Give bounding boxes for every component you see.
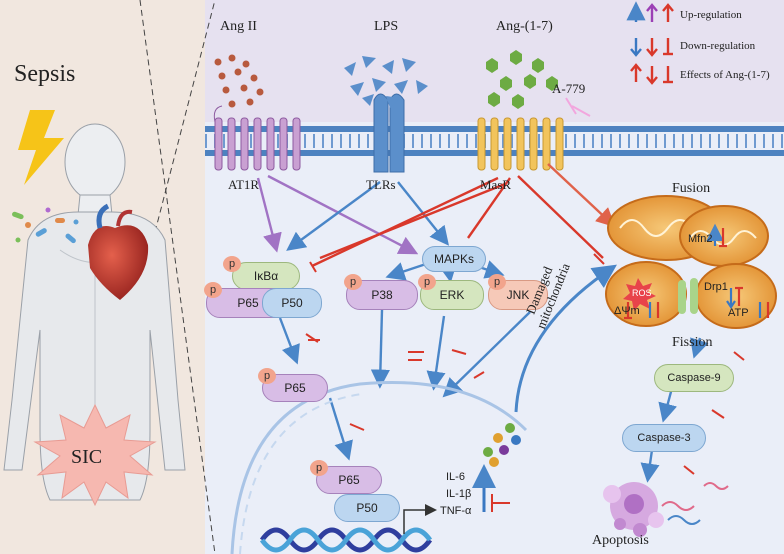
ikba-phospho-badge: p	[223, 256, 241, 272]
a779-label: A-779	[552, 81, 586, 96]
at1r-receptor	[213, 105, 301, 171]
lps-molecules	[344, 56, 428, 108]
cytoplasm-p65-phospho-badge: p	[258, 368, 276, 384]
tlrs-label: TLRs	[366, 177, 396, 192]
dna-helix	[259, 527, 433, 553]
drp1-label: Drp1	[704, 281, 728, 293]
atp-label: ATP	[728, 307, 749, 319]
legend-arrows	[626, 1, 674, 85]
transcription-arrow	[403, 504, 437, 534]
ros-label: ROS	[632, 288, 652, 298]
damp-particles	[483, 423, 521, 467]
cytokine-tnfa: TNF-α	[440, 505, 472, 517]
sic-burst-shape	[33, 403, 157, 507]
ang2-molecules	[214, 54, 264, 108]
legend-up-label: Up-regulation	[680, 9, 742, 21]
ang17-molecules	[486, 50, 558, 109]
sic-label: SIC	[71, 446, 103, 468]
p38-phospho-badge: p	[344, 274, 362, 290]
erk-pill: ERK	[420, 280, 484, 310]
fission-label: Fission	[672, 335, 713, 350]
ang2-label: Ang II	[220, 19, 257, 34]
mitochondria-regulation-arrows	[624, 223, 770, 320]
fusion-label: Fusion	[672, 181, 711, 196]
tlrs-receptor	[373, 93, 405, 173]
heart-icon	[88, 203, 149, 300]
membrane-potential-label: ΔΨm	[614, 305, 640, 317]
a779-inhibition-arrow	[565, 97, 591, 117]
masr-receptor	[477, 117, 564, 171]
human-body-icon	[3, 123, 186, 501]
ros-burst-icon	[623, 278, 656, 311]
cytokine-il6: IL-6	[446, 471, 465, 483]
legend-down-label: Down-regulation	[680, 40, 756, 52]
bacteria-icons	[12, 207, 79, 244]
caspase9-pill: Caspase-9	[654, 364, 734, 392]
nuclear-p65-phospho-badge: p	[310, 460, 328, 476]
erk-phospho-badge: p	[418, 274, 436, 290]
jnk-pill: JNK	[488, 280, 548, 310]
caspase3-pill: Caspase-3	[622, 424, 706, 452]
jnk-phospho-badge: p	[488, 274, 506, 290]
sepsis-label: Sepsis	[14, 61, 76, 87]
mfn2-label: Mfn2	[688, 233, 713, 245]
p65-phospho-badge: p	[204, 282, 222, 298]
cytoplasm-p65-pill: P65	[262, 374, 328, 402]
mapks-pill: MAPKs	[422, 246, 486, 272]
cytokine-il1b: IL-1β	[446, 488, 472, 500]
signaling-arrows	[256, 163, 709, 483]
nucleus-membrane	[230, 380, 528, 554]
lightning-icon	[18, 110, 64, 185]
lps-label: LPS	[374, 19, 399, 34]
apoptotic-cell-icon	[603, 482, 729, 537]
legend-effects-label: Effects of Ang-(1-7)	[680, 69, 770, 81]
ikba-pill: IκBα	[232, 262, 300, 290]
nuclear-p50-pill: P50	[334, 494, 400, 522]
at1r-label: AT1R	[228, 177, 260, 192]
masr-label: MasR	[480, 177, 512, 192]
ang17-inhibition-marks	[305, 253, 745, 512]
zoom-line-top	[139, 0, 216, 554]
apoptosis-label: Apoptosis	[592, 533, 649, 548]
nuclear-pores	[239, 393, 363, 554]
ang17-label: Ang-(1-7)	[496, 19, 553, 34]
p50-pill: P50	[262, 288, 322, 318]
